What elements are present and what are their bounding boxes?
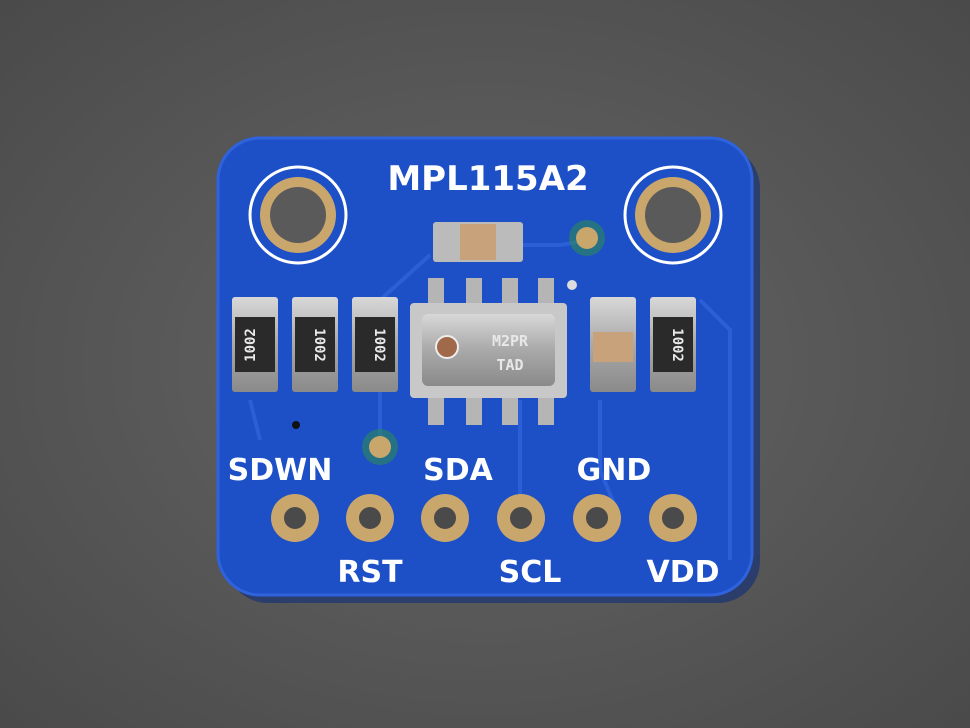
label-vdd: VDD (646, 555, 719, 590)
resistors: 1002 1002 1002 1002 (232, 297, 696, 392)
board-title: MPL115A2 (387, 159, 588, 199)
pin-labels: SDWN SDA GND RST SCL VDD (228, 453, 720, 590)
svg-text:1002: 1002 (371, 328, 387, 362)
label-scl: SCL (499, 555, 562, 590)
test-pads (292, 220, 605, 465)
svg-text:1002: 1002 (669, 328, 685, 362)
svg-text:TAD: TAD (496, 356, 523, 374)
mounting-holes (248, 165, 723, 265)
svg-text:M2PR: M2PR (492, 332, 529, 350)
label-sdwn: SDWN (228, 453, 333, 488)
label-gnd: GND (577, 453, 652, 488)
svg-text:1002: 1002 (311, 328, 327, 362)
header-pins (271, 494, 697, 542)
top-capacitor (433, 222, 523, 262)
label-rst: RST (337, 555, 403, 590)
svg-text:1002: 1002 (243, 328, 259, 362)
label-sda: SDA (423, 453, 494, 488)
pressure-sensor-chip: M2PR TAD (410, 278, 567, 425)
